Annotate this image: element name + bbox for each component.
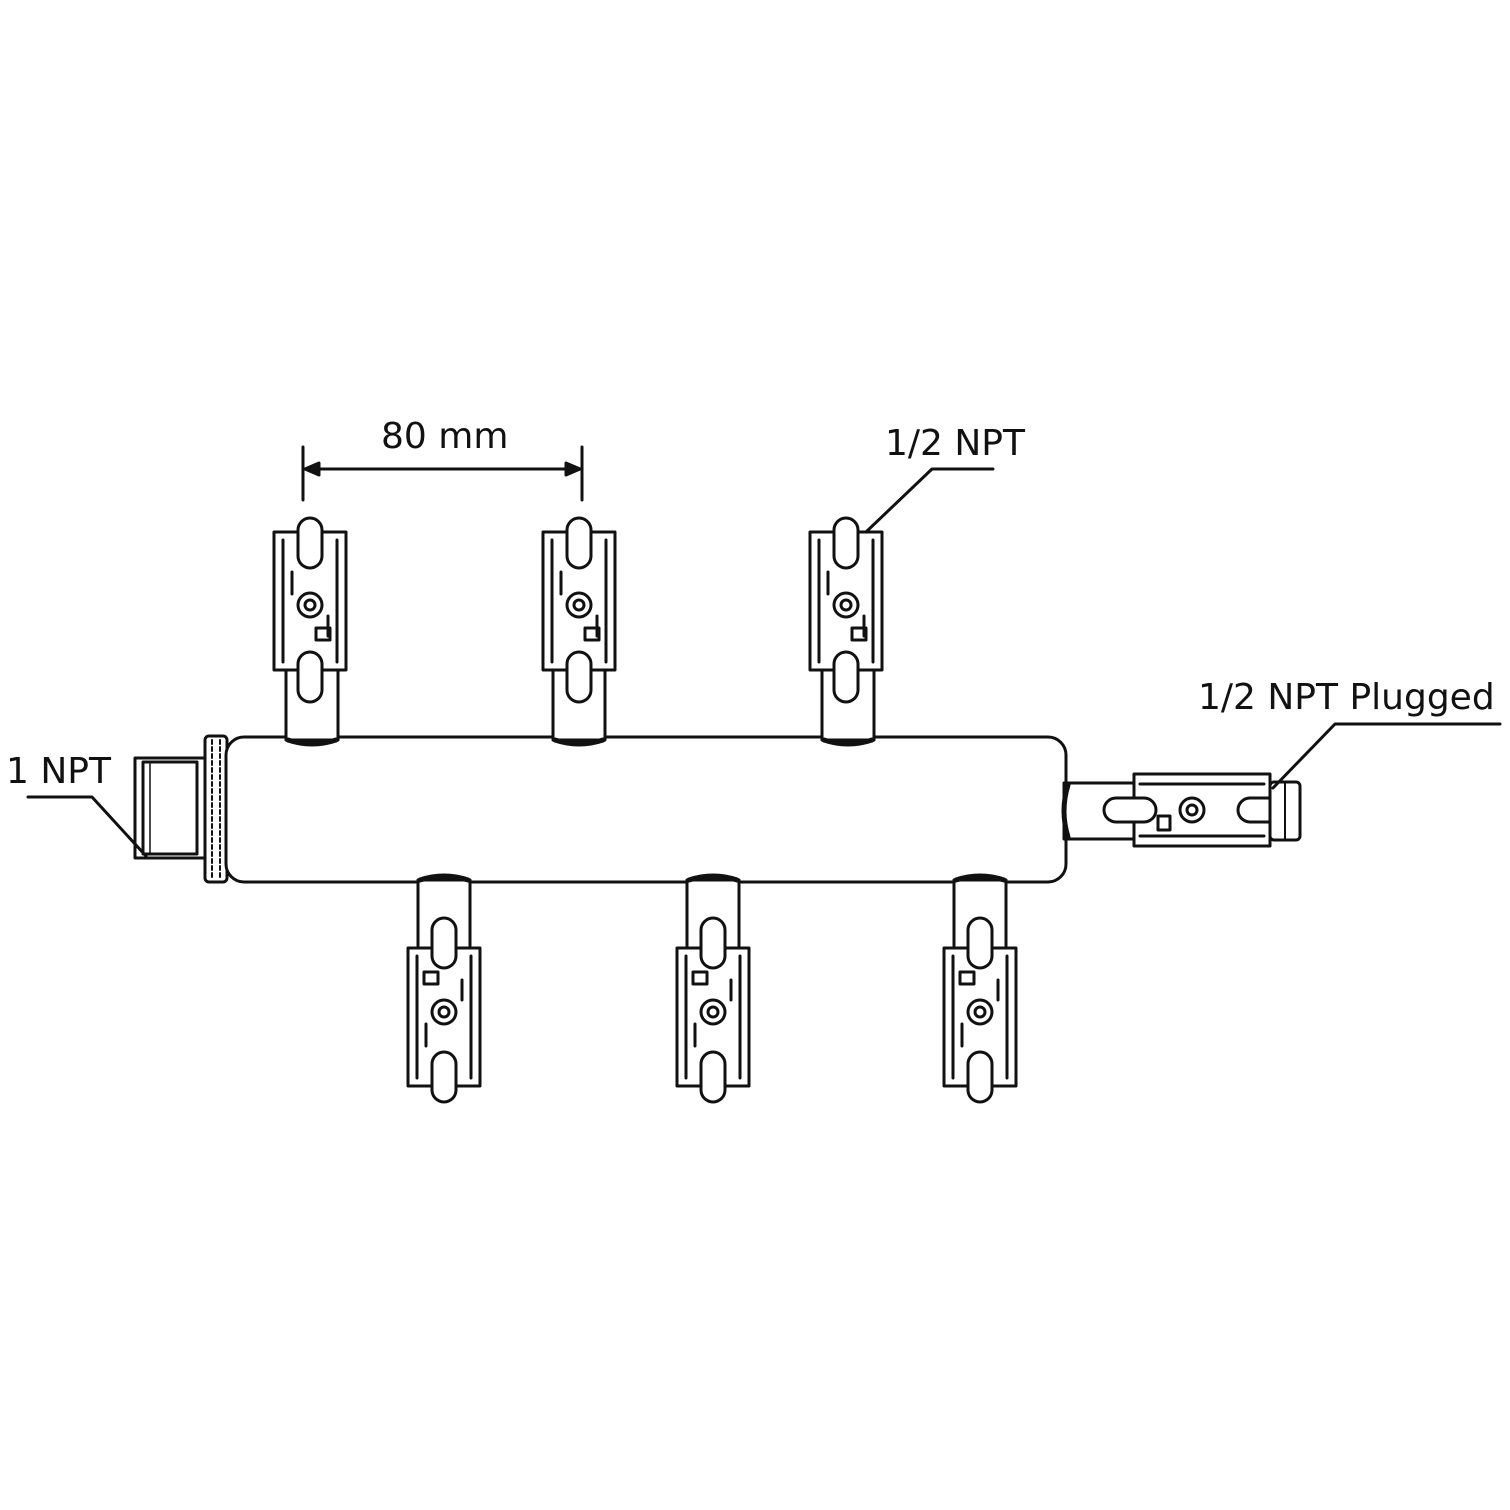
ball-valve-top-3 <box>808 516 884 704</box>
spacing-dimension <box>301 445 584 502</box>
inlet-port-label: 1 NPT <box>6 751 111 792</box>
plugged-leader <box>1271 722 1502 790</box>
outlet-port-label: 1/2 NPT <box>885 423 1026 464</box>
ball-valve-bottom-3 <box>942 916 1018 1104</box>
manifold-body <box>224 735 1068 884</box>
ball-valve-bottom-2 <box>675 916 751 1104</box>
inlet-leader <box>26 795 148 858</box>
ball-valve-top-2 <box>541 516 617 704</box>
plugged-outlet-valve <box>1061 772 1302 848</box>
ball-valve-bottom-1 <box>406 916 482 1104</box>
ball-valve-top-1 <box>272 516 348 704</box>
inlet-fitting <box>133 756 207 860</box>
knurled-collar <box>203 734 229 884</box>
plugged-port-label: 1/2 NPT Plugged <box>1198 677 1495 718</box>
spacing-label: 80 mm <box>381 416 509 457</box>
outlet-leader <box>864 467 995 534</box>
